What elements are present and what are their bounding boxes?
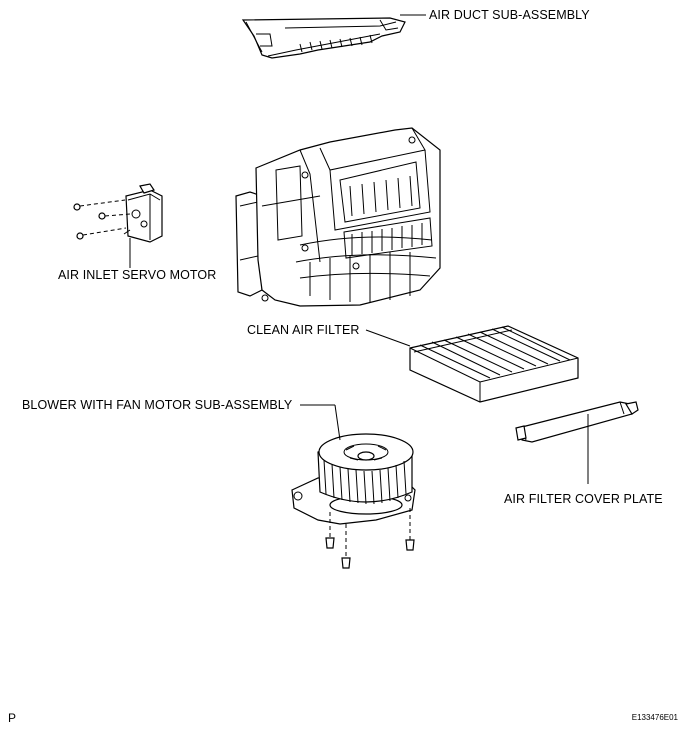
clean-filter-label: CLEAN AIR FILTER: [247, 323, 360, 337]
page-letter: P: [8, 711, 17, 725]
blower-screws: [325, 508, 415, 569]
servo-motor-part: [123, 183, 163, 243]
cover-plate-part: [515, 401, 639, 443]
air-duct-label: AIR DUCT SUB-ASSEMBLY: [429, 8, 590, 22]
servo-screws: [73, 199, 131, 240]
blower-fan-motor-part: [291, 433, 416, 525]
blower-unit-housing: [235, 127, 441, 307]
cover-plate-label: AIR FILTER COVER PLATE: [504, 492, 663, 506]
servo-motor-label: AIR INLET SERVO MOTOR: [58, 268, 217, 282]
figure-code: E133476E01: [631, 713, 678, 722]
blower-leader-drop: [334, 404, 341, 441]
clean-air-filter-part: [409, 325, 579, 403]
air-duct-part: [241, 17, 406, 59]
clean-filter-leader: [365, 329, 411, 347]
blower-label: BLOWER WITH FAN MOTOR SUB-ASSEMBLY: [22, 398, 293, 412]
